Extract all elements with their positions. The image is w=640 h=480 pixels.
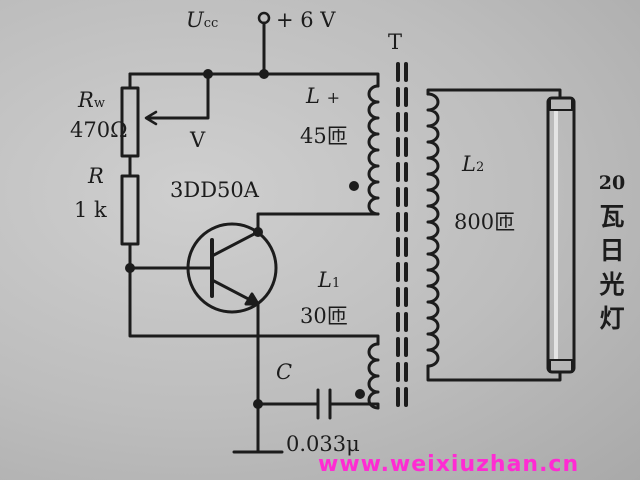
supply-symbol: U <box>186 8 204 32</box>
junction-dot <box>259 69 269 79</box>
coil-l-symbol: L <box>306 84 320 108</box>
coil-l1-label: L1 <box>318 268 340 292</box>
pot-tap-label: V <box>190 128 206 152</box>
lamp-top-wire <box>426 88 562 100</box>
pot-wiper-wire <box>146 72 210 120</box>
lamp-char: 灯 <box>599 304 625 333</box>
transistor-model: 3DD50A <box>170 178 259 202</box>
l1-feed-wire <box>128 266 380 346</box>
supply-value: + 6 V <box>276 8 336 32</box>
lamp-char: 光 <box>599 270 625 299</box>
coil-l2 <box>426 92 440 368</box>
coil-l-turns: 45匝 <box>300 124 348 148</box>
rw-subscript: w <box>93 96 105 111</box>
lamp-char: 日 <box>599 236 625 265</box>
watermark: www.weixiuzhan.cn <box>318 452 580 477</box>
top-rail-wire <box>128 72 380 88</box>
supply-label: Ucc <box>186 8 218 32</box>
lamp-number: 20 <box>598 172 626 194</box>
transistor-body <box>186 222 278 314</box>
pot-arrow <box>144 110 158 126</box>
coil-l1 <box>367 342 380 410</box>
capacitor-right-wire <box>328 402 380 410</box>
junction-dot <box>253 227 263 237</box>
coil-l2-turns: 800匝 <box>454 210 516 234</box>
lamp-label: 20 瓦 日 光 灯 <box>595 166 629 336</box>
lamp-cap-top <box>549 97 573 111</box>
coil-l1-turns: 30匝 <box>300 304 348 328</box>
lamp-cap-bottom <box>549 359 573 373</box>
rw-label: Rw <box>78 88 105 112</box>
transistor-collector-lead <box>210 230 260 258</box>
resistor-r <box>120 174 140 246</box>
coil-l-polarity: + <box>326 88 341 107</box>
coil-l1-phase-dot <box>355 389 365 399</box>
collector-wire <box>256 212 380 234</box>
coil-l1-symbol: L <box>318 268 332 292</box>
r-value: 1 k <box>74 198 107 222</box>
lamp-bottom-wire <box>426 364 562 382</box>
capacitor-symbol: C <box>276 360 293 384</box>
rw-value: 470Ω <box>70 118 128 142</box>
capacitor-value: 0.033μ <box>286 432 360 456</box>
junction-dot <box>253 399 263 409</box>
rw-symbol: R <box>78 88 94 112</box>
r-symbol: R <box>88 164 104 188</box>
coil-l-label: L + <box>306 84 340 108</box>
transformer-label: T <box>388 30 403 54</box>
coil-l <box>367 84 380 216</box>
coil-l-phase-dot <box>349 181 359 191</box>
junction-dot <box>203 69 213 79</box>
coil-l2-subscript: 2 <box>475 160 485 175</box>
coil-l2-label: L2 <box>462 152 484 176</box>
emitter-arrow <box>244 292 260 306</box>
lamp-char: 瓦 <box>599 202 625 231</box>
lamp-tube <box>546 96 576 374</box>
coil-l2-symbol: L <box>462 152 476 176</box>
supply-subscript: cc <box>203 16 219 31</box>
coil-l1-subscript: 1 <box>331 276 341 291</box>
junction-dot <box>125 263 135 273</box>
